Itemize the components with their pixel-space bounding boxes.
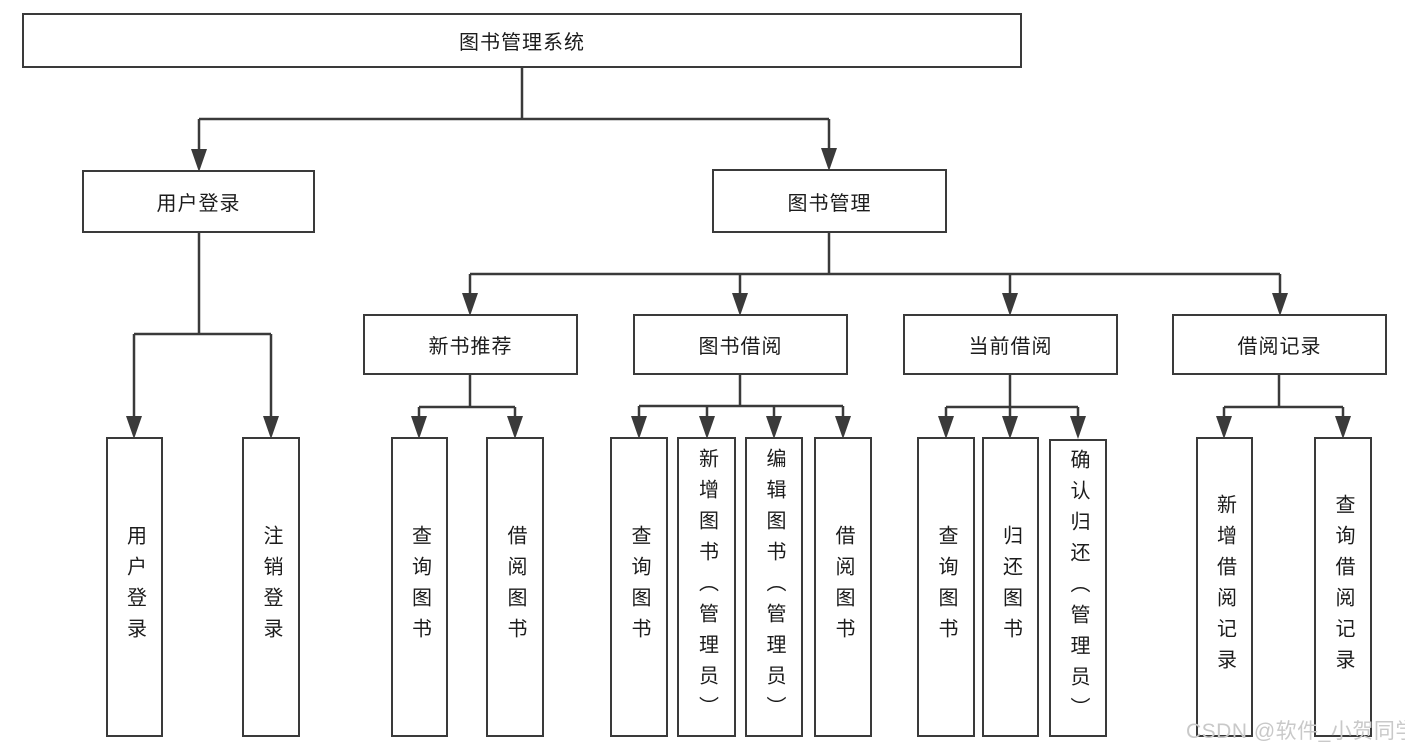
arrowhead [1272,293,1288,316]
node-book-borrow: 图书借阅 [633,314,848,375]
leaf-recommend-borrow-books-label: 借阅图书 [504,525,526,649]
leaf-user-login-label: 用户登录 [123,525,146,649]
leaf-add-books-admin: 新增图书（管理员） [677,437,736,737]
arrowhead [1002,293,1018,316]
node-borrow-records-label: 借阅记录 [1237,336,1322,358]
arrowhead [126,416,142,439]
leaf-query-borrow-record: 查询借阅记录 [1314,437,1372,737]
leaf-logout-label: 注销登录 [260,525,282,649]
leaf-current-query-books: 查询图书 [917,437,975,737]
leaf-borrow-books-label: 借阅图书 [832,525,854,649]
node-new-book-recommend: 新书推荐 [363,314,578,375]
arrowheads [126,148,1351,439]
node-current-borrow-label: 当前借阅 [968,336,1053,358]
arrowhead [462,293,478,316]
leaf-logout: 注销登录 [242,437,300,737]
node-user-login-branch-label: 用户登录 [156,193,241,215]
leaf-confirm-return-admin: 确认归还（管理员） [1049,439,1107,737]
node-book-borrow-label: 图书借阅 [698,336,783,358]
leaf-add-borrow-record-label: 新增借阅记录 [1213,494,1236,680]
leaf-user-login: 用户登录 [106,437,163,737]
connector-book-borrow [637,374,845,421]
arrowhead [631,416,647,439]
leaf-borrow-books: 借阅图书 [814,437,872,737]
node-book-management-label: 图书管理 [787,192,872,215]
arrowhead [732,293,748,316]
leaf-edit-books-admin-label: 编辑图书（管理员） [763,447,785,727]
node-library-management-system-label: 图书管理系统 [459,32,585,54]
arrowhead [938,416,954,439]
arrowhead [766,416,782,439]
connector-book-management [468,233,1282,298]
arrowhead [1002,416,1018,439]
leaf-query-borrow-record-label: 查询借阅记录 [1332,494,1354,680]
arrowhead [1070,416,1086,439]
arrowhead [411,416,427,439]
arrowhead [821,148,837,171]
leaf-return-books: 归还图书 [982,437,1039,737]
leaf-add-borrow-record: 新增借阅记录 [1196,437,1253,737]
arrowhead [699,416,715,439]
node-new-book-recommend-label: 新书推荐 [428,336,513,358]
leaf-return-books-label: 归还图书 [999,525,1022,649]
connector-new-book-recommend [417,374,517,421]
arrowhead [191,149,207,172]
leaf-recommend-query-books-label: 查询图书 [408,525,431,649]
leaf-recommend-borrow-books: 借阅图书 [486,437,544,737]
node-user-login-branch: 用户登录 [82,170,315,233]
leaf-recommend-query-books: 查询图书 [391,437,448,737]
csdn-watermark: CSDN @软件_小贺同学 [1186,720,1405,743]
arrowhead [263,416,279,439]
node-current-borrow: 当前借阅 [903,314,1118,375]
leaf-borrow-query-books: 查询图书 [610,437,668,737]
leaf-edit-books-admin: 编辑图书（管理员） [745,437,803,737]
node-book-management: 图书管理 [712,169,947,233]
leaf-current-query-books-label: 查询图书 [935,525,957,649]
connector-current-borrow [944,374,1080,421]
node-library-management-system: 图书管理系统 [22,13,1022,68]
arrowhead [835,416,851,439]
leaf-borrow-query-books-label: 查询图书 [628,525,650,649]
arrowhead [1335,416,1351,439]
connector-user-login [132,233,273,421]
leaf-confirm-return-admin-label: 确认归还（管理员） [1067,448,1089,728]
arrowhead [507,416,523,439]
connector-root [197,68,831,154]
arrowhead [1216,416,1232,439]
connector-borrow-records [1222,374,1345,421]
node-borrow-records: 借阅记录 [1172,314,1387,375]
leaf-add-books-admin-label: 新增图书（管理员） [695,447,718,727]
